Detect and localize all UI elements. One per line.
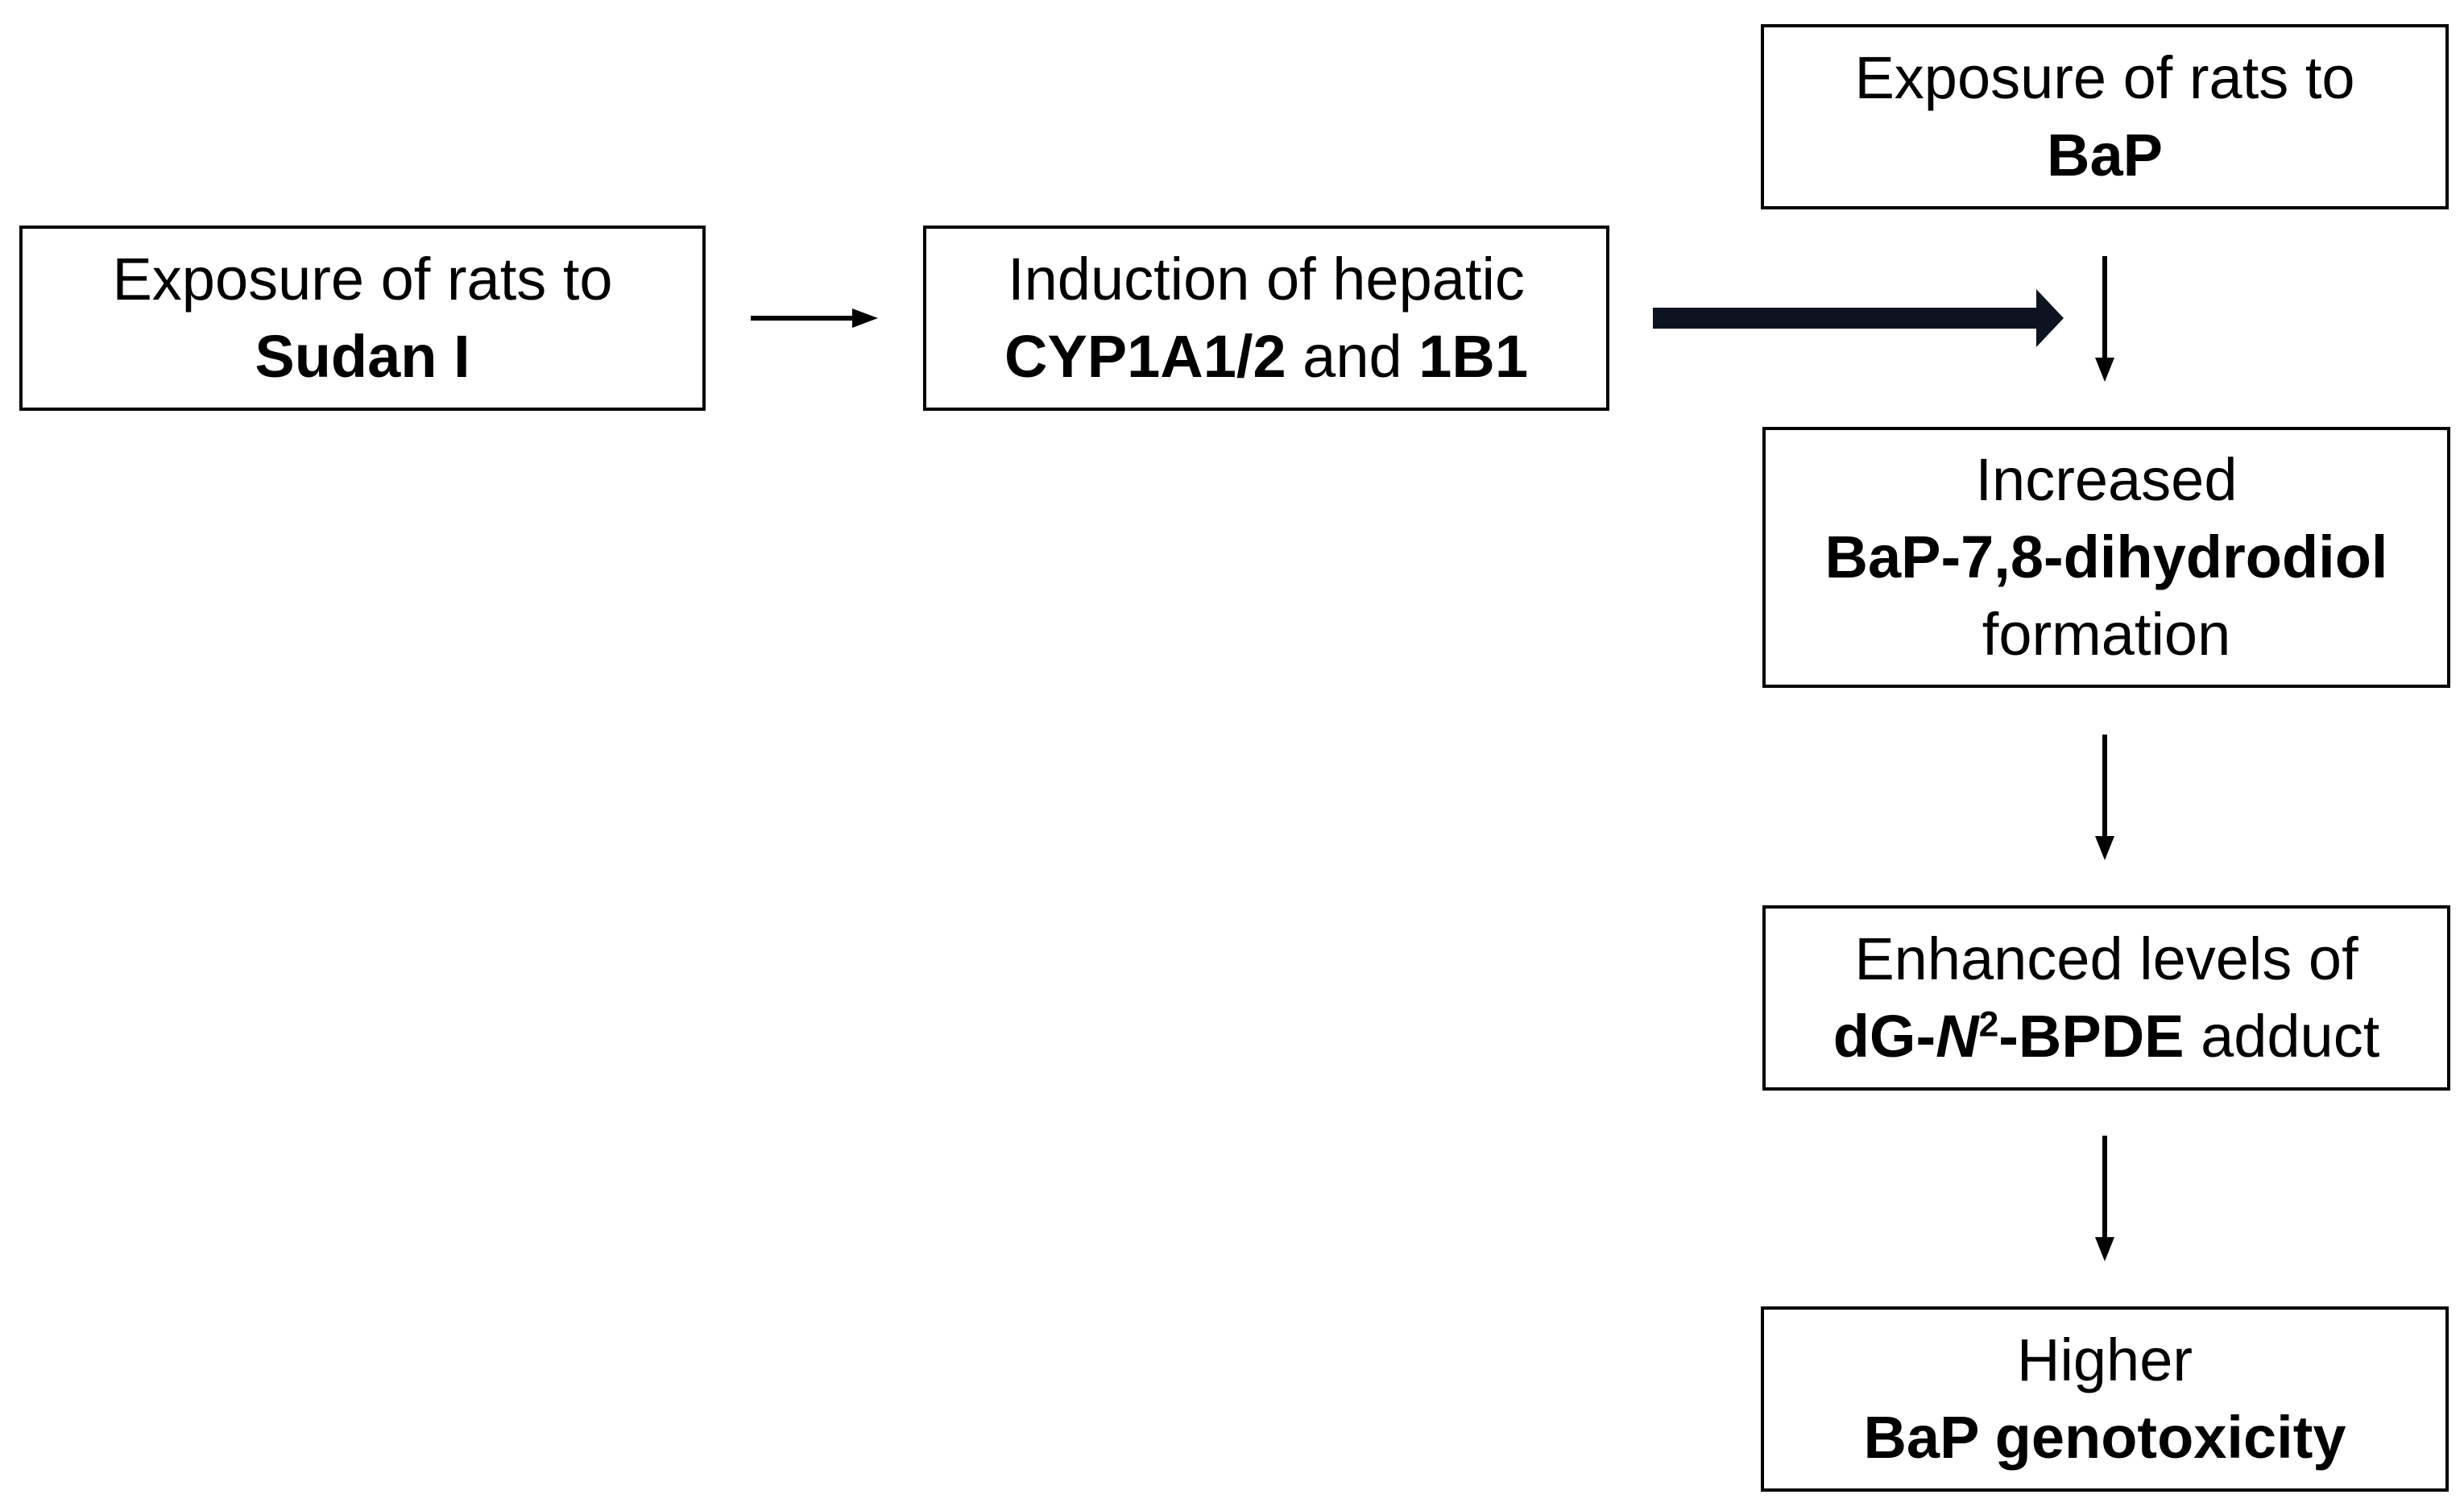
node-bap-line2: BaP xyxy=(2047,122,2163,188)
node-sudan-exposure: Exposure of rats to Sudan I xyxy=(19,226,706,411)
and-label: and xyxy=(1286,323,1419,390)
node-bap-exposure: Exposure of rats to BaP xyxy=(1761,24,2449,209)
arrow-bap-to-dihydrodiol xyxy=(2095,256,2114,382)
node-dihydro-line1: Increased xyxy=(1975,446,2238,513)
node-genotoxicity: Higher BaP genotoxicity xyxy=(1761,1306,2449,1492)
node-sudan-line2: Sudan I xyxy=(255,323,470,390)
adduct-word-label: adduct xyxy=(2184,1003,2380,1070)
node-dihydrodiol-formation: Increased BaP-7,8-dihydrodiol formation xyxy=(1762,427,2450,688)
node-induction-line2: CYP1A1/2 and 1B1 xyxy=(1004,318,1528,395)
node-dihydro-line2: BaP-7,8-dihydrodiol xyxy=(1824,524,2388,590)
adduct-superscript: 2 xyxy=(1978,1004,1999,1045)
node-bpde-adduct: Enhanced levels of dG-N2-BPDE adduct xyxy=(1762,905,2450,1091)
node-adduct-line1: Enhanced levels of xyxy=(1854,925,2358,992)
node-dihydro-line3: formation xyxy=(1982,601,2231,668)
arrow-dihydrodiol-to-adduct xyxy=(2095,735,2114,860)
node-bap-line1: Exposure of rats to xyxy=(1854,44,2355,111)
arrow-adduct-to-genotoxicity xyxy=(2095,1136,2114,1261)
node-sudan-line1: Exposure of rats to xyxy=(112,246,613,313)
adduct-n-label: N xyxy=(1936,1003,1979,1070)
node-geno-line1: Higher xyxy=(2017,1327,2193,1393)
cyp1a1-2-label: CYP1A1/2 xyxy=(1004,323,1286,390)
arrow-sudan-to-induction xyxy=(751,308,878,328)
node-induction-line1: Induction of hepatic xyxy=(1008,246,1525,313)
node-cyp-induction: Induction of hepatic CYP1A1/2 and 1B1 xyxy=(923,226,1609,411)
arrow-induction-thick xyxy=(1653,289,2064,347)
node-geno-line2: BaP genotoxicity xyxy=(1863,1404,2346,1471)
adduct-bpde-label: -BPDE xyxy=(1998,1003,2184,1070)
node-adduct-line2: dG-N2-BPDE adduct xyxy=(1833,998,2380,1075)
adduct-dg-label: dG- xyxy=(1832,1003,1936,1070)
1b1-label: 1B1 xyxy=(1418,323,1528,390)
